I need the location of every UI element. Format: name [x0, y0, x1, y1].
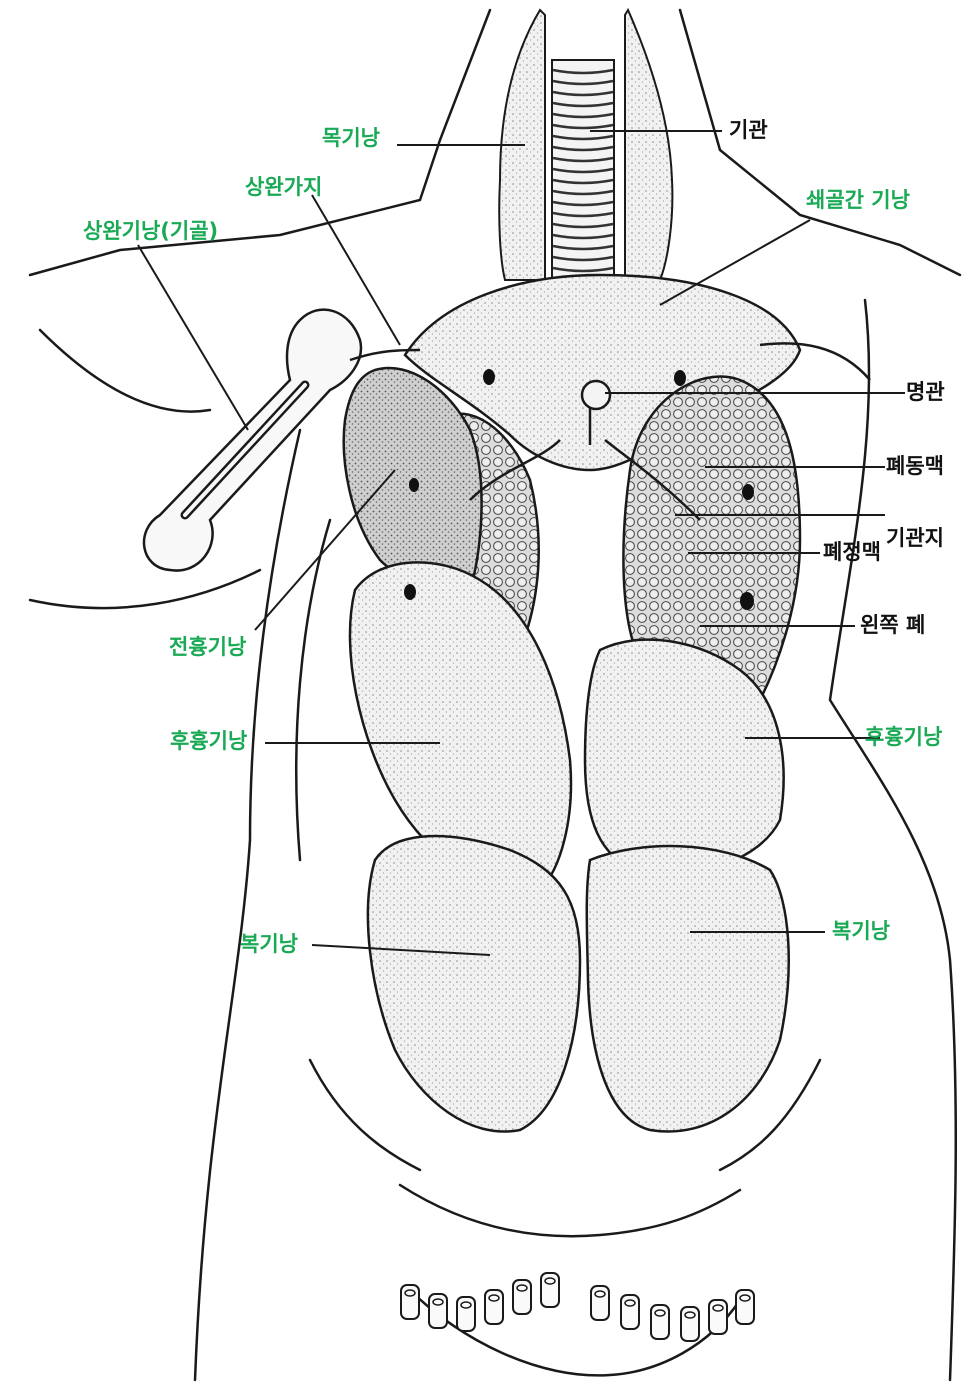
- humeral-branch-label: 상완가지: [245, 177, 322, 198]
- abdominal-air-sac-left-shape: [368, 836, 580, 1131]
- abdominal-air-sac-right-label: 복기낭: [832, 921, 890, 942]
- syrinx-label: 명관: [906, 382, 945, 403]
- abdominal-air-sac-left-label: 복기낭: [240, 934, 298, 955]
- humerus-bone: [144, 310, 361, 571]
- toes: [401, 1273, 754, 1341]
- anterior-thoracic-air-sac-label: 전흉기낭: [169, 637, 246, 658]
- syrinx-shape: [582, 381, 610, 409]
- pulmonary-artery-label: 폐동맥: [886, 456, 944, 477]
- pulmonary-vein-label: 폐정맥: [823, 542, 881, 563]
- posterior-thoracic-air-sac-left-label: 후흉기낭: [170, 731, 247, 752]
- interclavicular-air-sac-label: 쇄골간 기낭: [806, 190, 910, 211]
- left-lung-label: 왼쪽 폐: [860, 615, 925, 636]
- neck-air-sac-label: 목기낭: [322, 128, 380, 149]
- bronchus-label: 기관지: [886, 528, 944, 549]
- trachea-label: 기관: [729, 120, 768, 141]
- humeral-air-sac-label: 상완기낭(기골): [83, 221, 218, 242]
- posterior-thoracic-air-sac-right-label: 후흉기낭: [865, 727, 942, 748]
- abdominal-air-sac-right-shape: [587, 846, 789, 1131]
